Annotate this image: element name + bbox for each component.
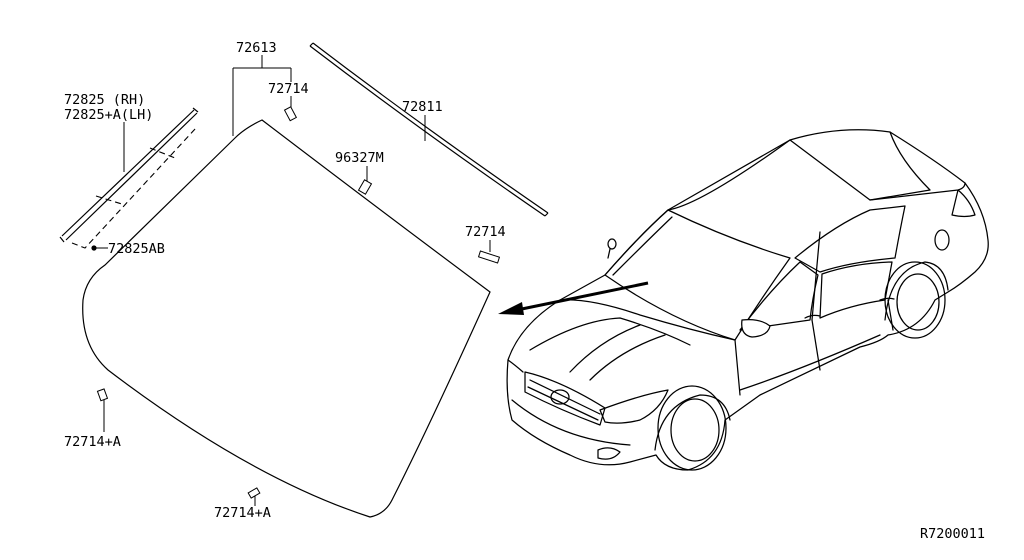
car-illustration [506, 129, 989, 471]
side-moulding-part [59, 107, 199, 249]
upper-moulding-part [309, 42, 549, 217]
label-diagram-code: R7200011 [920, 526, 985, 542]
spacer-right-part [477, 250, 501, 264]
glass-assembly-leader [232, 55, 292, 136]
label-moulding-ab: 72825AB [108, 241, 165, 257]
label-spacer-right: 72714 [465, 224, 506, 240]
label-spacer-left-bottom: 72714+A [64, 434, 121, 450]
label-spacer-bottom: 72714+A [214, 505, 271, 521]
label-moulding-rh: 72825 (RH) [64, 92, 145, 108]
label-moulding-lh: 72825+A(LH) [64, 107, 153, 123]
spacer-bottom-part [247, 487, 261, 499]
label-spacer-top: 72714 [268, 81, 309, 97]
windshield-glass [82, 119, 491, 518]
spacer-top-part [283, 106, 298, 122]
spacer-left-bottom-part [96, 388, 109, 402]
label-upper-moulding: 72811 [402, 99, 443, 115]
pointer-arrow [498, 281, 649, 315]
moulding-ab-point [91, 245, 97, 251]
label-mirror-base: 96327M [335, 150, 384, 166]
label-glass-assembly: 72613 [236, 40, 277, 56]
mirror-base-part [357, 179, 373, 195]
